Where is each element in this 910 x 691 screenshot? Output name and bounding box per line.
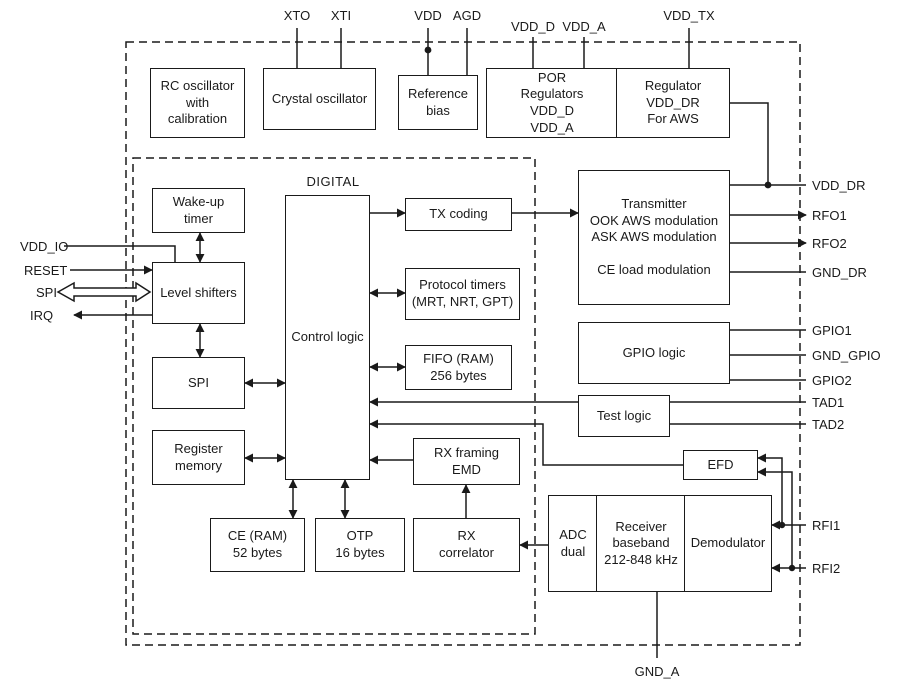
- pin-xti: XTI: [330, 8, 352, 23]
- block-fifo-ram: FIFO (RAM) 256 bytes: [405, 345, 512, 390]
- block-test-logic: Test logic: [578, 395, 670, 437]
- pin-tad1: TAD1: [812, 395, 845, 410]
- pin-gpio2: GPIO2: [812, 373, 852, 388]
- pin-gnd-a: GND_A: [634, 664, 680, 679]
- pin-vdd-a: VDD_A: [562, 19, 606, 34]
- spi-bus-double-arrow: [56, 281, 152, 303]
- block-ce-ram: CE (RAM) 52 bytes: [210, 518, 305, 572]
- block-demodulator: Demodulator: [684, 495, 772, 592]
- block-level-shifters: Level shifters: [152, 262, 245, 324]
- block-crystal-oscillator: Crystal oscillator: [263, 68, 376, 130]
- junction-vdd-dr: [764, 181, 772, 189]
- wire-regulator-to-vdd-dr: [730, 102, 769, 185]
- pin-tad2: TAD2: [812, 417, 845, 432]
- pin-gpio1: GPIO1: [812, 323, 852, 338]
- block-rx-framing: RX framing EMD: [413, 438, 520, 485]
- pin-rfo2: RFO2: [812, 236, 847, 251]
- block-gpio-logic: GPIO logic: [578, 322, 730, 384]
- block-adc-dual: ADC dual: [548, 495, 598, 592]
- pin-vdd-tx: VDD_TX: [663, 8, 715, 23]
- block-register-memory: Register memory: [152, 430, 245, 485]
- pin-vdd-d: VDD_D: [510, 19, 556, 34]
- pin-vdd: VDD: [414, 8, 442, 23]
- pin-reset: RESET: [24, 263, 68, 278]
- block-receiver-baseband: Receiver baseband 212-848 kHz: [596, 495, 686, 592]
- pin-rfi1: RFI1: [812, 518, 841, 533]
- pin-gnd-gpio: GND_GPIO: [812, 348, 881, 363]
- block-tx-coding: TX coding: [405, 198, 512, 231]
- block-por-regulators: POR Regulators VDD_D VDD_A: [486, 68, 618, 138]
- pin-spi: SPI: [36, 285, 57, 300]
- pin-gnd-dr: GND_DR: [812, 265, 867, 280]
- block-transmitter: Transmitter OOK AWS modulation ASK AWS m…: [578, 170, 730, 305]
- junction-vdd: [424, 46, 432, 54]
- block-efd: EFD: [683, 450, 758, 480]
- block-rc-oscillator: RC oscillator with calibration: [150, 68, 245, 138]
- junction-rfi1-efd: [778, 521, 786, 529]
- block-regulator-aws: Regulator VDD_DR For AWS: [616, 68, 730, 138]
- pin-irq: IRQ: [30, 308, 54, 323]
- digital-region-label: DIGITAL: [306, 174, 360, 189]
- pin-rfi2: RFI2: [812, 561, 841, 576]
- pin-vdd-io: VDD_IO: [20, 239, 69, 254]
- pin-vdd-dr: VDD_DR: [812, 178, 866, 193]
- pin-agd: AGD: [452, 8, 482, 23]
- block-spi: SPI: [152, 357, 245, 409]
- block-protocol-timers: Protocol timers (MRT, NRT, GPT): [405, 268, 520, 320]
- block-otp: OTP 16 bytes: [315, 518, 405, 572]
- wire-vdd-io: [64, 245, 176, 262]
- block-wake-up-timer: Wake-up timer: [152, 188, 245, 233]
- pin-rfo1: RFO1: [812, 208, 847, 223]
- pin-xto: XTO: [283, 8, 311, 23]
- block-rx-correlator: RX correlator: [413, 518, 520, 572]
- block-control-logic: Control logic: [285, 195, 370, 480]
- junction-rfi2-efd: [788, 564, 796, 572]
- block-reference-bias: Reference bias: [398, 75, 478, 130]
